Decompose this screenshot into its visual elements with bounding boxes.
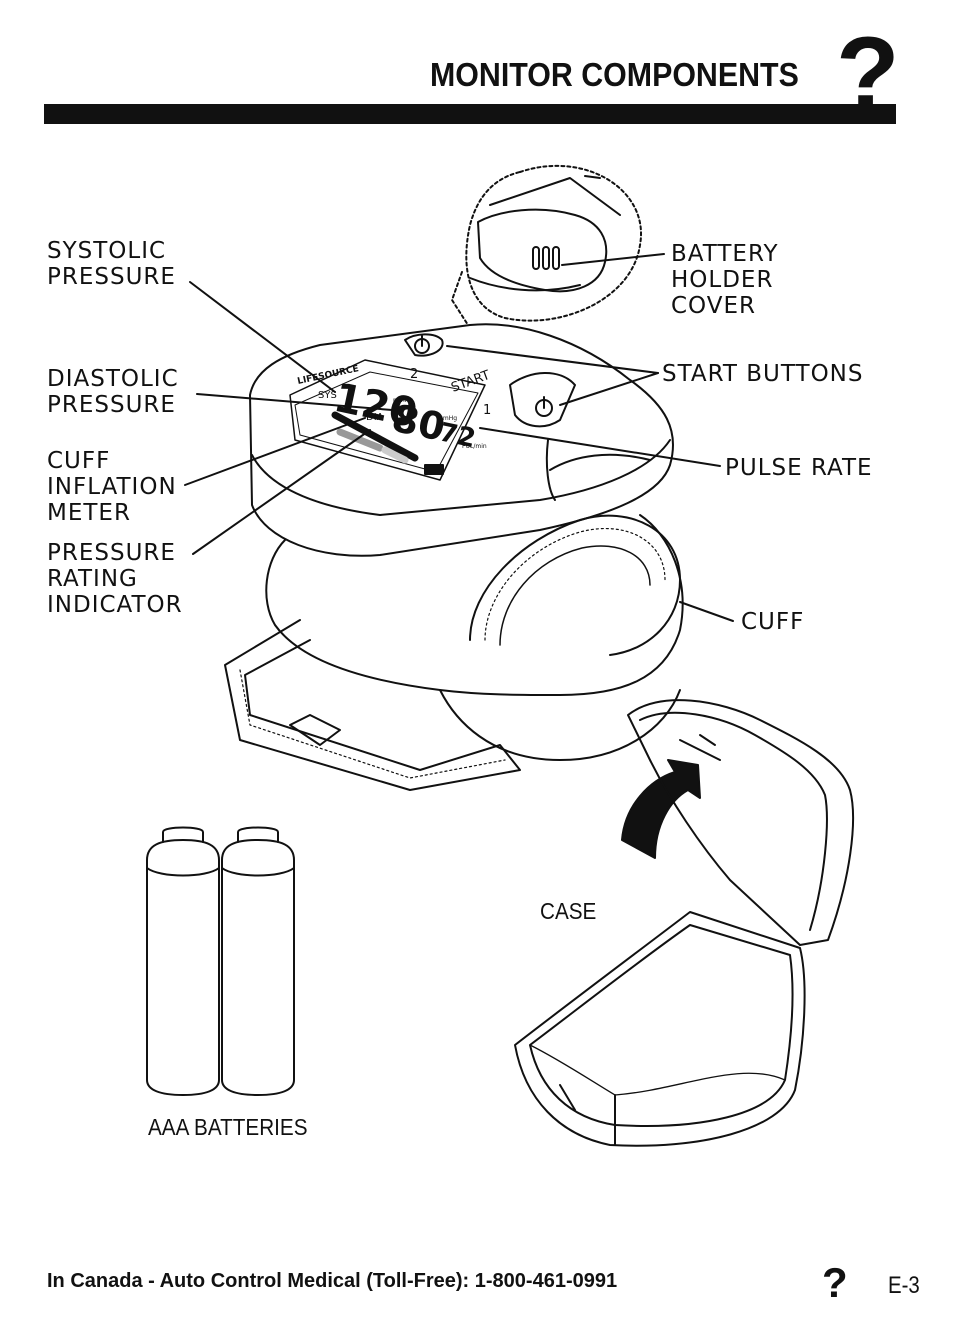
caption-case: CASE [540, 898, 597, 924]
diastolic-value: 80 [388, 396, 449, 450]
label-systolic-pressure: SYSTOLIC PRESSURE [47, 238, 176, 290]
sys-unit: mmHg [393, 397, 413, 404]
label-pulse-rate: PULSE RATE [725, 455, 873, 481]
label-cuff-inflation-meter: CUFF INFLATION METER [47, 448, 177, 526]
cuff-band [224, 514, 684, 791]
label-battery-holder-cover: BATTERY HOLDER COVER [671, 241, 779, 319]
aaa-batteries [146, 826, 295, 1096]
label-diastolic-pressure: DIASTOLIC PRESSURE [47, 366, 179, 418]
page-title: MONITOR COMPONENTS [430, 56, 799, 93]
battery-cover-detail [451, 164, 643, 326]
open-arrow-icon [621, 759, 701, 859]
header-rule [44, 104, 896, 124]
sys-label: SYS [318, 390, 337, 401]
footer-contact: In Canada - Auto Control Medical (Toll-F… [47, 1270, 618, 1292]
case-drawing [514, 699, 855, 1147]
page-number: E-3 [888, 1272, 920, 1299]
button-2-label: 2 [410, 367, 418, 382]
caption-aaa-batteries: AAA BATTERIES [148, 1114, 308, 1140]
footer-question-mark-icon: ? [822, 1259, 848, 1306]
label-start-buttons: START BUTTONS [662, 361, 864, 387]
monitor-body [249, 323, 675, 557]
pulse-value: 72 [437, 418, 479, 455]
dia-unit: mmHg [437, 415, 457, 422]
label-pressure-rating-indicator: PRESSURE RATING INDICATOR [47, 540, 183, 618]
pulse-unit: PUL/min [462, 443, 487, 450]
button-1-label: 1 [483, 403, 491, 418]
label-cuff: CUFF [741, 609, 805, 635]
dia-label: DIA [366, 412, 384, 423]
